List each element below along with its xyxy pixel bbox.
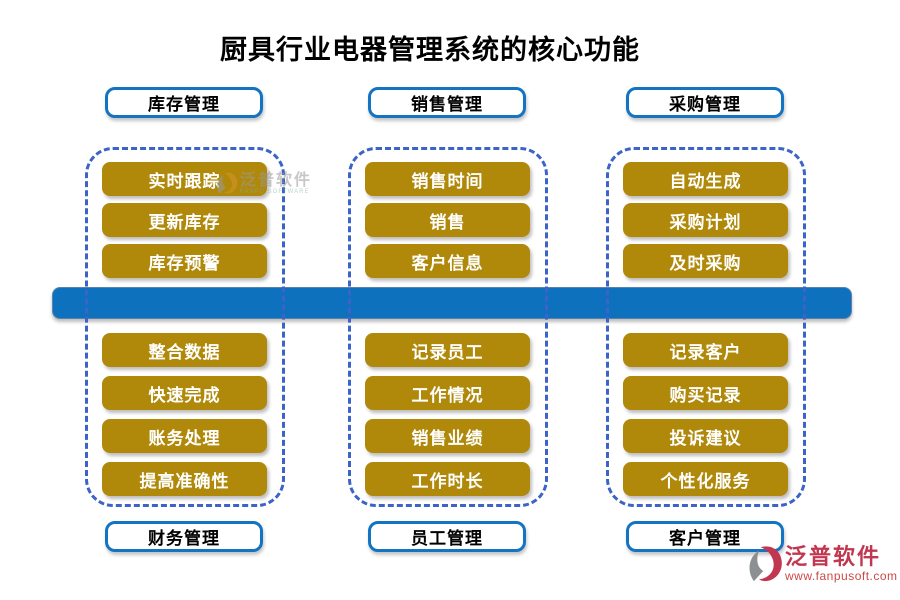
page-title: 厨具行业电器管理系统的核心功能: [220, 35, 640, 65]
func-purchase-record: 购买记录: [623, 376, 788, 410]
bottom-label-employee: 员工管理: [368, 521, 526, 552]
func-sales-performance: 销售业绩: [365, 419, 530, 453]
func-customer-info: 客户信息: [365, 244, 530, 278]
column-purchase-customer: 采购管理 自动生成 采购计划 及时采购 记录客户 购买记录 投诉建议 个性化服务…: [606, 0, 806, 600]
watermark-text: 泛普软件: [240, 172, 313, 189]
fanpu-watermark: 泛普软件 FANPU SOFTWARE: [216, 172, 312, 196]
func-complaint-suggestion: 投诉建议: [623, 419, 788, 453]
fanpu-logo-icon: [749, 546, 782, 582]
func-work-hours: 工作时长: [365, 462, 530, 496]
func-sales: 销售: [365, 203, 530, 237]
top-label-inventory: 库存管理: [105, 87, 263, 118]
central-horizontal-bar: [52, 287, 852, 319]
func-integrate-data: 整合数据: [102, 333, 267, 367]
column-sales-employee: 销售管理 销售时间 销售 客户信息 记录员工 工作情况 销售业绩 工作时长 员工…: [348, 0, 548, 600]
fanpu-watermark-icon: [217, 172, 238, 194]
func-purchase-plan: 采购计划: [623, 203, 788, 237]
func-improve-accuracy: 提高准确性: [102, 462, 267, 496]
func-personalized-service: 个性化服务: [623, 462, 788, 496]
func-work-status: 工作情况: [365, 376, 530, 410]
brand-name: 泛普软件: [785, 544, 882, 569]
func-update-inventory: 更新库存: [102, 203, 267, 237]
watermark-subtext: FANPU SOFTWARE: [240, 189, 310, 195]
func-account-processing: 账务处理: [102, 419, 267, 453]
dashed-container-2: [348, 147, 548, 507]
func-record-employee: 记录员工: [365, 333, 530, 367]
fanpu-brand: 泛普软件 www.fanpusoft.com: [748, 545, 898, 585]
dashed-container-1: [85, 147, 285, 507]
func-fast-complete: 快速完成: [102, 376, 267, 410]
top-label-sales: 销售管理: [368, 87, 526, 118]
func-timely-purchase: 及时采购: [623, 244, 788, 278]
func-sales-time: 销售时间: [365, 162, 530, 196]
top-label-purchase: 采购管理: [626, 87, 784, 118]
bottom-label-finance: 财务管理: [105, 521, 263, 552]
dashed-container-3: [606, 147, 806, 507]
func-inventory-warning: 库存预警: [102, 244, 267, 278]
func-auto-generate: 自动生成: [623, 162, 788, 196]
column-inventory-finance: 库存管理 实时跟踪 更新库存 库存预警 整合数据 快速完成 账务处理 提高准确性…: [85, 0, 285, 600]
bottom-label-customer: 客户管理: [626, 521, 784, 552]
func-realtime-tracking: 实时跟踪: [102, 162, 267, 196]
func-record-customer: 记录客户: [623, 333, 788, 367]
brand-url: www.fanpusoft.com: [785, 569, 898, 583]
